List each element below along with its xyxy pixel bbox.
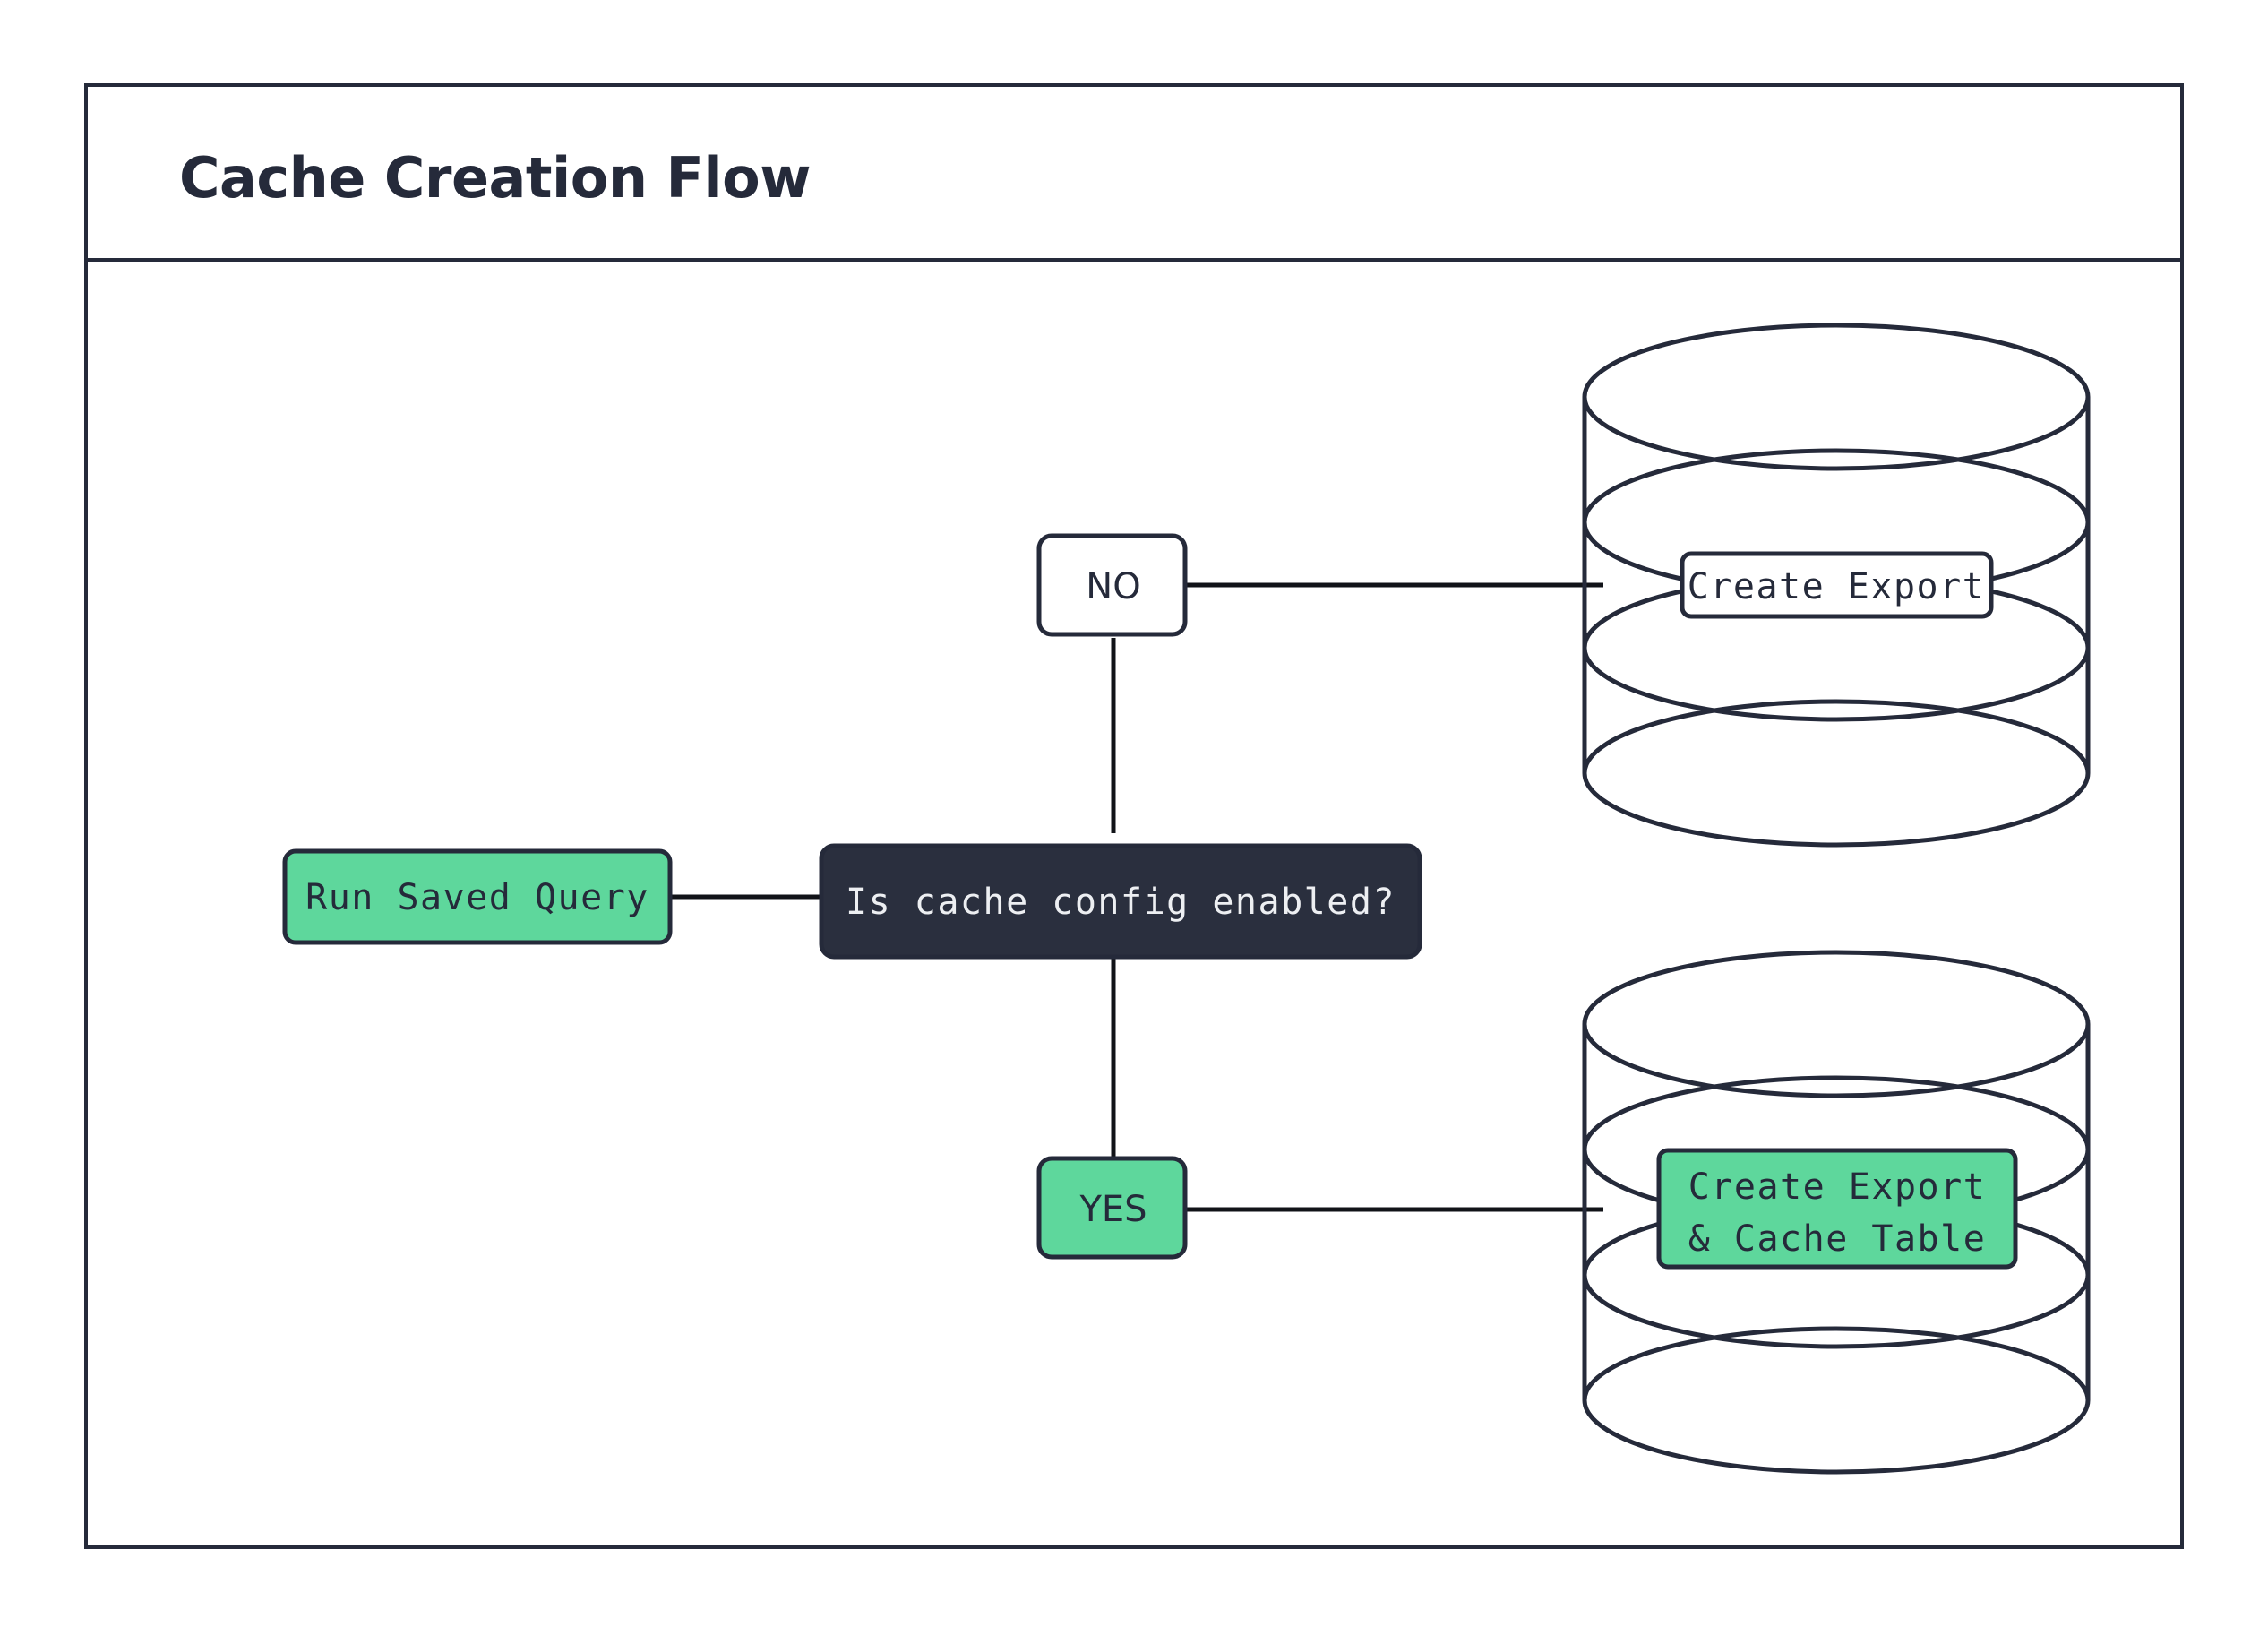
database-bottom-label-line1: Create Export: [1688, 1166, 1987, 1208]
database-bottom-label-line2: & Cache Table: [1688, 1218, 1987, 1260]
database-top-disk-1: [1582, 323, 2091, 471]
node-run-saved-query[interactable]: Run Saved Query: [282, 848, 673, 945]
database-bottom-disk-4: [1582, 1326, 2091, 1475]
decision-box[interactable]: [819, 843, 1422, 960]
run-saved-query-label: Run Saved Query: [305, 877, 649, 918]
branch-yes-label: YES: [1078, 1189, 1147, 1230]
database-top-disk-4: [1582, 699, 2091, 848]
database-top-label: Create Export: [1688, 566, 1986, 607]
database-top-label-box[interactable]: [1680, 551, 1994, 619]
decision-label: Is cache config enabled?: [846, 882, 1396, 923]
diagram-frame: [84, 83, 2184, 1549]
page-title: Cache Creation Flow: [179, 145, 811, 211]
node-is-cache-config-enabled[interactable]: Is cache config enabled?: [819, 843, 1422, 960]
branch-no-label: NO: [1086, 566, 1140, 607]
database-create-export-cache-table[interactable]: Create Export & Cache Table: [1582, 950, 2091, 1475]
database-bottom-label-box[interactable]: [1656, 1148, 2018, 1270]
node-branch-no[interactable]: NO: [1036, 533, 1188, 637]
branch-yes-box[interactable]: [1036, 1156, 1188, 1260]
branch-no-box[interactable]: [1036, 533, 1188, 637]
database-bottom-disk-1: [1582, 950, 2091, 1098]
database-create-export[interactable]: Create Export: [1582, 323, 2091, 848]
run-saved-query-box[interactable]: [282, 848, 673, 945]
node-branch-yes[interactable]: YES: [1036, 1156, 1188, 1260]
